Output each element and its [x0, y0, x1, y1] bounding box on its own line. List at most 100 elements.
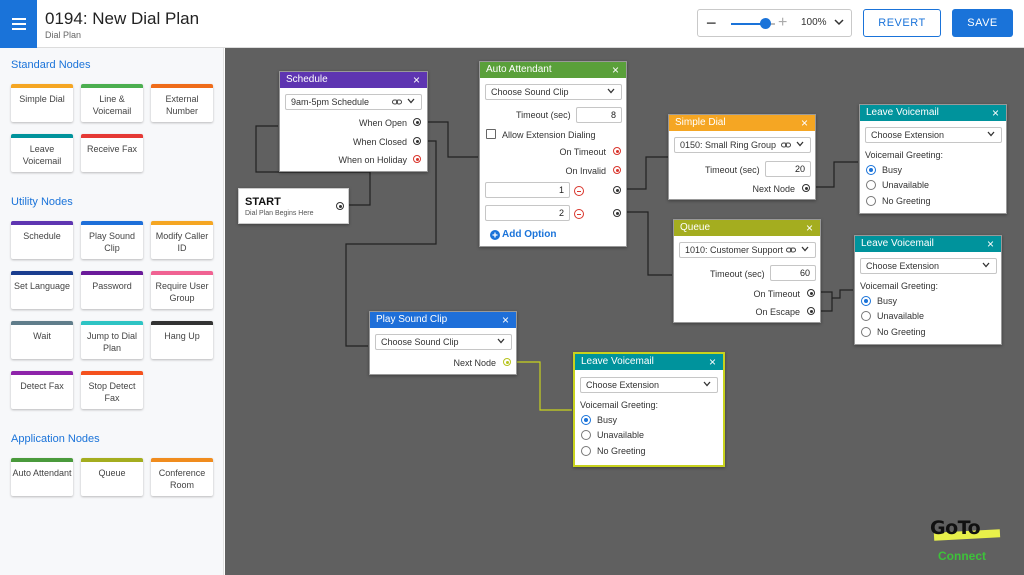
leave-vm-2-radio-no-greeting[interactable] — [861, 327, 871, 337]
leave-vm-2-radio-busy[interactable] — [861, 296, 871, 306]
queue-node[interactable]: Queue × 1010: Customer Support Timeout (… — [673, 219, 821, 323]
start-node[interactable]: START Dial Plan Begins Here — [238, 188, 349, 224]
zoom-out-button[interactable]: − — [706, 13, 717, 33]
leave-vm-2-select[interactable]: Choose Extension — [860, 258, 997, 274]
schedule-holiday-port[interactable] — [413, 155, 421, 163]
leave-voicemail-node-2[interactable]: Leave Voicemail × Choose Extension Voice… — [854, 235, 1002, 345]
leave-vm-2-radio-unavailable[interactable] — [861, 311, 871, 321]
close-icon[interactable]: × — [412, 73, 420, 87]
link-icon[interactable] — [786, 246, 796, 254]
aa-option-1-port[interactable] — [613, 186, 621, 194]
leave-voicemail-node-3[interactable]: Leave Voicemail × Choose Extension Voice… — [573, 352, 725, 467]
tile-simple-dial[interactable]: Simple Dial — [11, 84, 73, 122]
leave-vm-3-radio-unavailable[interactable] — [581, 430, 591, 440]
tile-receive-fax[interactable]: Receive Fax — [81, 134, 143, 172]
aa-option-2-input[interactable]: 2 — [485, 205, 570, 221]
link-icon[interactable] — [392, 98, 402, 106]
schedule-header[interactable]: Schedule × — [280, 72, 427, 88]
schedule-node[interactable]: Schedule × 9am-5pm Schedule When Open Wh… — [279, 71, 428, 172]
schedule-closed-port[interactable] — [413, 137, 421, 145]
tile-require-user-group[interactable]: Require User Group — [151, 271, 213, 309]
leave-vm-1-radio-busy[interactable] — [866, 165, 876, 175]
tile-schedule[interactable]: Schedule — [11, 221, 73, 259]
tile-hang-up[interactable]: Hang Up — [151, 321, 213, 359]
queue-header[interactable]: Queue × — [674, 220, 820, 236]
leave-vm-3-radio-busy[interactable] — [581, 415, 591, 425]
leave-vm-3-header[interactable]: Leave Voicemail × — [575, 354, 723, 370]
tile-leave-voicemail[interactable]: Leave Voicemail — [11, 134, 73, 172]
simple-dial-select[interactable]: 0150: Small Ring Group — [674, 137, 811, 153]
tile-external-number[interactable]: External Number — [151, 84, 213, 122]
chevron-down-icon[interactable] — [796, 140, 804, 148]
remove-option-icon[interactable] — [574, 209, 584, 219]
chevron-down-icon[interactable] — [703, 380, 711, 388]
tile-conference-room[interactable]: Conference Room — [151, 458, 213, 496]
chevron-down-icon[interactable] — [607, 87, 615, 95]
queue-timeout-input[interactable]: 60 — [770, 265, 816, 281]
add-option-button[interactable]: Add Option — [490, 229, 556, 240]
aa-invalid-port[interactable] — [613, 166, 621, 174]
zoom-slider-thumb[interactable] — [760, 18, 771, 29]
close-icon[interactable]: × — [611, 63, 619, 77]
close-icon[interactable]: × — [991, 106, 999, 120]
schedule-select[interactable]: 9am-5pm Schedule — [285, 94, 422, 110]
aa-timeout-input[interactable]: 8 — [576, 107, 622, 123]
queue-select[interactable]: 1010: Customer Support — [679, 242, 816, 258]
auto-attendant-node[interactable]: Auto Attendant × Choose Sound Clip Timeo… — [479, 61, 627, 247]
leave-vm-3-radio-no-greeting[interactable] — [581, 446, 591, 456]
play-sound-select[interactable]: Choose Sound Clip — [375, 334, 512, 350]
tile-wait[interactable]: Wait — [11, 321, 73, 359]
aa-sound-select[interactable]: Choose Sound Clip — [485, 84, 622, 100]
tile-jump-to-dial-plan[interactable]: Jump to Dial Plan — [81, 321, 143, 359]
chevron-down-icon[interactable] — [801, 245, 809, 253]
leave-vm-1-radio-no-greeting[interactable] — [866, 196, 876, 206]
chevron-down-icon[interactable] — [407, 97, 415, 105]
close-icon[interactable]: × — [708, 355, 716, 369]
tile-line-voicemail[interactable]: Line & Voicemail — [81, 84, 143, 122]
play-sound-clip-node[interactable]: Play Sound Clip × Choose Sound Clip Next… — [369, 311, 517, 375]
close-icon[interactable]: × — [805, 221, 813, 235]
queue-escape-port[interactable] — [807, 307, 815, 315]
tile-detect-fax[interactable]: Detect Fax — [11, 371, 73, 409]
aa-timeout-port[interactable] — [613, 147, 621, 155]
link-icon[interactable] — [781, 141, 791, 149]
tile-stop-detect-fax[interactable]: Stop Detect Fax — [81, 371, 143, 409]
menu-button[interactable] — [0, 0, 37, 48]
queue-timeout-port[interactable] — [807, 289, 815, 297]
tile-modify-caller-id[interactable]: Modify Caller ID — [151, 221, 213, 259]
schedule-open-port[interactable] — [413, 118, 421, 126]
leave-vm-1-header[interactable]: Leave Voicemail × — [860, 105, 1006, 121]
start-output-port[interactable] — [336, 202, 344, 210]
close-icon[interactable]: × — [800, 116, 808, 130]
tile-set-language[interactable]: Set Language — [11, 271, 73, 309]
leave-vm-2-header[interactable]: Leave Voicemail × — [855, 236, 1001, 252]
aa-option-1-input[interactable]: 1 — [485, 182, 570, 198]
chevron-down-icon[interactable] — [982, 261, 990, 269]
simple-dial-node[interactable]: Simple Dial × 0150: Small Ring Group Tim… — [668, 114, 816, 200]
play-sound-header[interactable]: Play Sound Clip × — [370, 312, 516, 328]
tile-queue[interactable]: Queue — [81, 458, 143, 496]
simple-dial-next-port[interactable] — [802, 184, 810, 192]
simple-dial-timeout-input[interactable]: 20 — [765, 161, 811, 177]
chevron-down-icon[interactable] — [834, 17, 844, 27]
leave-vm-1-radio-unavailable[interactable] — [866, 180, 876, 190]
aa-allow-ext-checkbox[interactable] — [486, 129, 496, 139]
auto-attendant-header[interactable]: Auto Attendant × — [480, 62, 626, 78]
save-button[interactable]: SAVE — [952, 9, 1013, 37]
close-icon[interactable]: × — [501, 313, 509, 327]
tile-play-sound-clip[interactable]: Play Sound Clip — [81, 221, 143, 259]
tile-auto-attendant[interactable]: Auto Attendant — [11, 458, 73, 496]
chevron-down-icon[interactable] — [987, 130, 995, 138]
leave-vm-3-select[interactable]: Choose Extension — [580, 377, 718, 393]
remove-option-icon[interactable] — [574, 186, 584, 196]
chevron-down-icon[interactable] — [497, 337, 505, 345]
revert-button[interactable]: REVERT — [863, 9, 941, 37]
zoom-in-button[interactable]: + — [778, 14, 788, 31]
simple-dial-header[interactable]: Simple Dial × — [669, 115, 815, 131]
play-sound-next-port[interactable] — [503, 358, 511, 366]
close-icon[interactable]: × — [986, 237, 994, 251]
leave-vm-1-select[interactable]: Choose Extension — [865, 127, 1002, 143]
leave-voicemail-node-1[interactable]: Leave Voicemail × Choose Extension Voice… — [859, 104, 1007, 214]
tile-password[interactable]: Password — [81, 271, 143, 309]
aa-option-2-port[interactable] — [613, 209, 621, 217]
